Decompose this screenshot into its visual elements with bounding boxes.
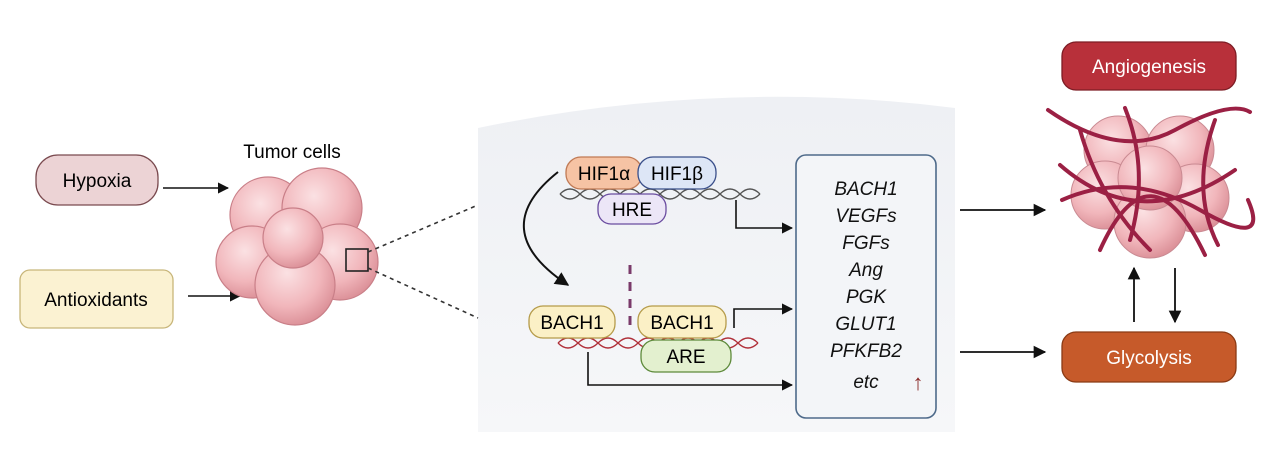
gene-item: PGK: [846, 287, 887, 308]
zoom-line-top: [367, 204, 479, 253]
zoom-line-bottom: [367, 267, 479, 319]
are-label: ARE: [666, 347, 705, 368]
target-genes-box: [795, 154, 937, 419]
gene-item: BACH1: [834, 179, 897, 200]
hypoxia-label: Hypoxia: [63, 171, 132, 192]
hif1b-label: HIF1β: [651, 164, 703, 185]
gene-item: VEGFs: [835, 206, 897, 227]
bach1-bound-node: BACH1: [637, 305, 727, 339]
bach1-bound-arrow: [733, 303, 794, 328]
glycolysis-node: Glycolysis: [1061, 331, 1237, 383]
gene-item: GLUT1: [835, 314, 896, 335]
are-node: ARE: [640, 339, 732, 373]
bach1-free-arrow: [587, 352, 794, 391]
hre-label: HRE: [612, 200, 652, 221]
antioxidants-node: Antioxidants: [19, 269, 174, 329]
hif1b-node: HIF1β: [637, 156, 717, 190]
hypoxia-node: Hypoxia: [35, 154, 159, 206]
hif1a-to-bach1-arrow: [522, 171, 570, 286]
antioxidants-label: Antioxidants: [44, 290, 148, 311]
gene-item: FGFs: [842, 233, 890, 254]
upregulation-arrow-icon: ↑: [913, 370, 924, 395]
gene-item: PFKFB2: [830, 341, 902, 362]
vascular-tumor-illustration: [1046, 106, 1256, 259]
angiogenesis-node: Angiogenesis: [1061, 41, 1237, 91]
tumor-cells-title: Tumor cells: [243, 142, 340, 163]
zoom-square: [345, 248, 369, 272]
hre-node: HRE: [597, 193, 667, 225]
bach1-bound-label: BACH1: [650, 313, 713, 334]
tumor-cells-cluster: [215, 167, 379, 326]
bach1-free-label: BACH1: [540, 313, 603, 334]
gene-item: etc: [853, 372, 879, 393]
angiogenesis-label: Angiogenesis: [1092, 57, 1206, 78]
dna-strand-hre: [559, 188, 761, 200]
bach1-free-node: BACH1: [528, 305, 616, 339]
target-gene-list: BACH1 VEGFs FGFs Ang PGK GLUT1 PFKFB2 et…: [830, 179, 902, 393]
hif1a-node: HIF1α: [565, 156, 643, 190]
hif1a-label: HIF1α: [578, 164, 630, 185]
hre-to-targets-arrow: [735, 200, 794, 234]
glycolysis-label: Glycolysis: [1106, 348, 1192, 369]
gene-item: Ang: [848, 260, 883, 281]
blood-vessels: [1046, 106, 1256, 257]
